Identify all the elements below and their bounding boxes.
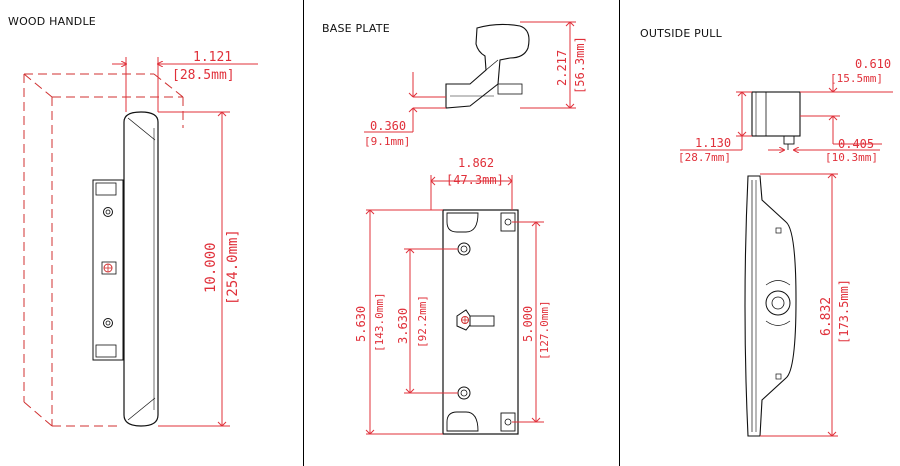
base-height-in: 2.217: [555, 50, 569, 86]
pull-stem-in: 0.405: [838, 137, 874, 151]
base-height-mm: [56.3mm]: [573, 36, 587, 94]
pull-side-view: [744, 175, 797, 437]
pull-top-dim: [800, 78, 893, 145]
screw-hole-top: [103, 207, 113, 217]
base-offset-mm: [9.1mm]: [364, 135, 410, 148]
base-offset-dim: [364, 72, 446, 133]
pull-length-mm: [173.5mm]: [837, 279, 851, 344]
base-width-in: 1.862: [458, 156, 494, 170]
base-holes-in: 3.630: [396, 308, 410, 344]
base-overall-in: 5.630: [354, 306, 368, 342]
pull-depth-mm: [28.7mm]: [678, 151, 731, 164]
base-width-mm: [47.3mm]: [446, 173, 504, 187]
base-plate-title: BASE PLATE: [322, 22, 390, 35]
pull-top-view: [751, 91, 801, 137]
wood-width-mm: [28.5mm]: [172, 68, 235, 83]
base-holes-mm: [92.2mm]: [416, 295, 429, 348]
outside-pull-title: OUTSIDE PULL: [640, 27, 722, 40]
base-holes-dim: [404, 248, 458, 394]
base-height-dim: [520, 21, 576, 109]
wood-width-in: 1.121: [193, 50, 232, 65]
pull-top-mm: [15.5mm]: [830, 72, 883, 85]
door-outline: [23, 73, 184, 427]
pull-depth-dim: [680, 91, 752, 151]
wood-handle-drawing: 1.121 [28.5mm] 10.000 [254.0mm]: [23, 50, 258, 427]
pull-length-in: 6.832: [819, 297, 834, 336]
base-plate-side-view: [445, 23, 530, 109]
base-width-dim: [430, 175, 513, 210]
base-plate-front-view: [442, 209, 519, 435]
wood-handle-bar: [123, 111, 159, 427]
outside-pull-drawing: 0.610 [15.5mm] 1.130 [28.7mm] 0.405 [10.…: [678, 57, 893, 437]
base-overall-mm: [143.0mm]: [373, 292, 386, 352]
wood-width-dim: [112, 57, 258, 112]
wood-length-dim: [158, 111, 230, 427]
base-overall-dim: [365, 209, 443, 435]
panel-divider-right: [619, 0, 620, 466]
pull-center-boss: [765, 290, 791, 316]
wood-length-mm: [254.0mm]: [225, 229, 241, 305]
pull-length-dim: [760, 173, 838, 437]
base-offset-in: 0.360: [370, 119, 406, 133]
base-mount-in: 5.000: [521, 306, 535, 342]
pull-top-in: 0.610: [855, 57, 891, 71]
base-plate-drawing: 2.217 [56.3mm] 0.360 [9.1mm]: [354, 21, 587, 435]
base-mount-dim: [512, 221, 544, 423]
pull-depth-in: 1.130: [695, 136, 731, 150]
wood-handle-title: WOOD HANDLE: [8, 15, 96, 28]
pull-stem-mm: [10.3mm]: [825, 151, 878, 164]
panel-divider-left: [303, 0, 304, 466]
screw-hole-bottom: [103, 318, 113, 328]
base-mount-mm: [127.0mm]: [538, 300, 551, 360]
wood-length-in: 10.000: [203, 242, 219, 293]
